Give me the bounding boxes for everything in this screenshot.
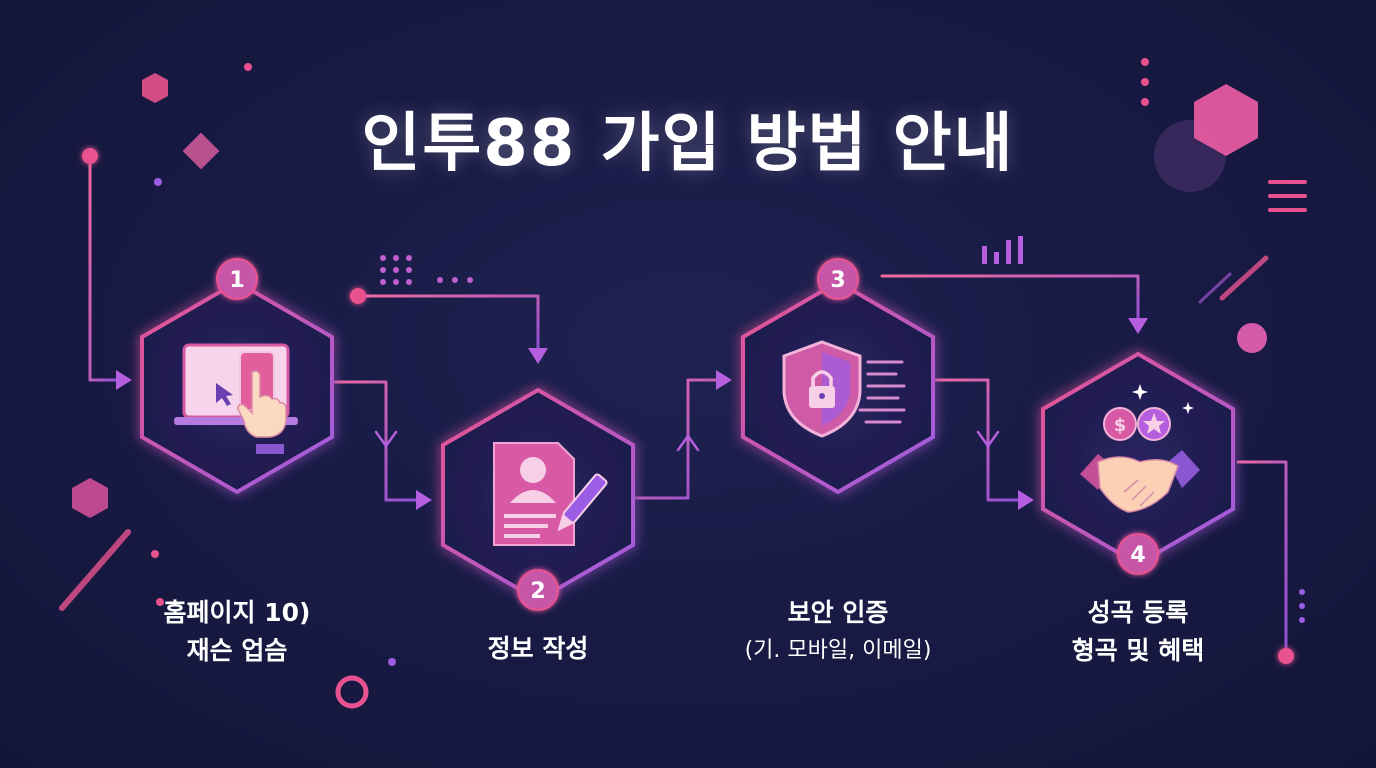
step-4-label: 성곡 등록 형곡 및 혜택 bbox=[1038, 594, 1238, 670]
step-1: 1 bbox=[140, 258, 334, 495]
step-1-label-line1: 홈페이지 10) bbox=[163, 598, 311, 627]
step-4: $ 4 bbox=[1041, 351, 1235, 575]
decor-hexagon-top-left bbox=[142, 73, 168, 103]
decor-dot-column bbox=[1299, 589, 1305, 623]
arrow-head bbox=[116, 370, 132, 390]
step-3-label-line2: (기. 모바일, 이메일) bbox=[744, 638, 932, 663]
decor-bars-icon bbox=[982, 236, 1023, 264]
step-2-label: 정보 작성 bbox=[438, 630, 638, 668]
decor-dot-grid bbox=[380, 255, 473, 285]
connectors bbox=[88, 154, 1288, 658]
connector-1-to-2 bbox=[330, 380, 422, 502]
step-4-hexagon bbox=[1041, 351, 1235, 567]
connector-1-to-2-top bbox=[356, 294, 540, 354]
handshake-coins-icon: $ bbox=[1080, 384, 1200, 513]
decor-streak bbox=[59, 529, 131, 611]
arrow-head bbox=[528, 348, 548, 364]
step-1-label-line2: 재슨 업슴 bbox=[186, 636, 288, 665]
decor-ring bbox=[335, 675, 369, 709]
connector-3-to-4 bbox=[932, 378, 1024, 502]
page-title: 인투88 가입 방법 안내 bbox=[361, 107, 1015, 181]
decor-lines bbox=[1268, 180, 1307, 212]
decor-dot bbox=[388, 658, 396, 666]
decor-dot bbox=[244, 63, 252, 71]
step-3-badge bbox=[817, 258, 859, 300]
connector-node bbox=[82, 148, 98, 164]
arrow-head bbox=[1018, 490, 1034, 510]
connector-end bbox=[1236, 460, 1288, 658]
arrow-head bbox=[1128, 318, 1148, 334]
step-4-label-line2: 형곡 및 혜택 bbox=[1071, 636, 1205, 665]
connector-start bbox=[88, 154, 122, 382]
step-2-number: 2 bbox=[530, 579, 545, 604]
connector-arrows bbox=[116, 318, 1148, 510]
connector-3-to-4-top bbox=[880, 274, 1140, 324]
step-3: 3 bbox=[741, 258, 935, 495]
step-3-number: 3 bbox=[830, 268, 845, 293]
connector-nodes bbox=[82, 148, 1294, 664]
security-shield-lock-icon bbox=[782, 340, 906, 438]
laptop-phone-click-icon bbox=[174, 343, 298, 454]
step-1-label: 홈페이지 10) 재슨 업슴 bbox=[137, 594, 337, 670]
decor-hexagon-top-right bbox=[1194, 84, 1258, 156]
step-3-label-line1: 보안 인증 bbox=[787, 598, 889, 627]
connector-2-to-3 bbox=[634, 378, 722, 500]
decor-orb bbox=[1237, 323, 1267, 353]
decor-hexagon-left bbox=[72, 478, 108, 518]
decor-streak bbox=[1198, 272, 1232, 304]
arrow-head bbox=[416, 490, 432, 510]
connector-chevrons bbox=[374, 430, 1000, 452]
step-2-badge bbox=[517, 569, 559, 611]
step-1-number: 1 bbox=[229, 268, 244, 293]
step-1-badge bbox=[216, 258, 258, 300]
decor-dot bbox=[156, 598, 164, 606]
profile-document-pen-icon bbox=[493, 442, 608, 546]
step-4-badge bbox=[1117, 533, 1159, 575]
step-4-label-line1: 성곡 등록 bbox=[1087, 598, 1189, 627]
step-3-label: 보안 인증 (기. 모바일, 이메일) bbox=[713, 594, 963, 670]
step-4-number: 4 bbox=[1130, 543, 1145, 568]
connector-node bbox=[350, 288, 366, 304]
decor-dot bbox=[154, 178, 162, 186]
decor-diamond bbox=[182, 132, 220, 170]
decorations bbox=[59, 58, 1307, 709]
step-2: 2 bbox=[441, 387, 635, 611]
step-2-label-line1: 정보 작성 bbox=[487, 634, 589, 663]
decor-streak bbox=[1219, 255, 1269, 301]
decor-dot-column bbox=[1141, 58, 1149, 106]
decor-dot bbox=[151, 550, 159, 558]
connector-node bbox=[1278, 648, 1294, 664]
arrow-head bbox=[716, 370, 732, 390]
svg-text:$: $ bbox=[1114, 415, 1127, 436]
